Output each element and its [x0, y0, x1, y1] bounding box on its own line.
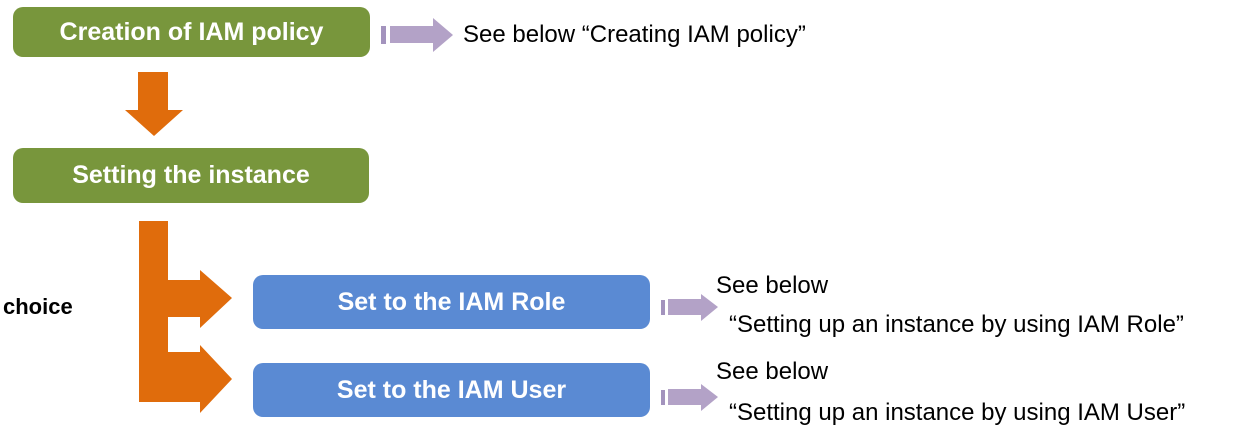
note-creating-iam-policy: See below “Creating IAM policy” — [463, 21, 806, 48]
branch-connector-arrows — [139, 221, 232, 413]
branch-box-set-to-iam-user: Set to the IAM User — [253, 363, 650, 417]
note-iam-role-line1: See below — [716, 272, 829, 299]
branch-box-label: Set to the IAM Role — [337, 287, 566, 316]
down-arrow-icon — [125, 72, 183, 136]
pointer-right-arrow-icon — [661, 294, 718, 321]
choice-label: choice — [3, 294, 73, 319]
note-iam-user-line1: See below — [716, 358, 829, 385]
step-box-creation-of-iam-policy: Creation of IAM policy — [13, 7, 370, 57]
branch-box-set-to-iam-role: Set to the IAM Role — [253, 275, 650, 329]
pointer-right-arrow-icon — [381, 18, 453, 52]
step-box-label: Creation of IAM policy — [59, 17, 324, 46]
step-box-setting-the-instance: Setting the instance — [13, 148, 369, 203]
note-iam-user-line2: “Setting up an instance by using IAM Use… — [729, 399, 1186, 426]
step-box-label: Setting the instance — [72, 161, 310, 189]
branch-box-label: Set to the IAM User — [336, 375, 567, 404]
pointer-right-arrow-icon — [661, 384, 718, 411]
note-iam-role-line2: “Setting up an instance by using IAM Rol… — [729, 311, 1184, 338]
